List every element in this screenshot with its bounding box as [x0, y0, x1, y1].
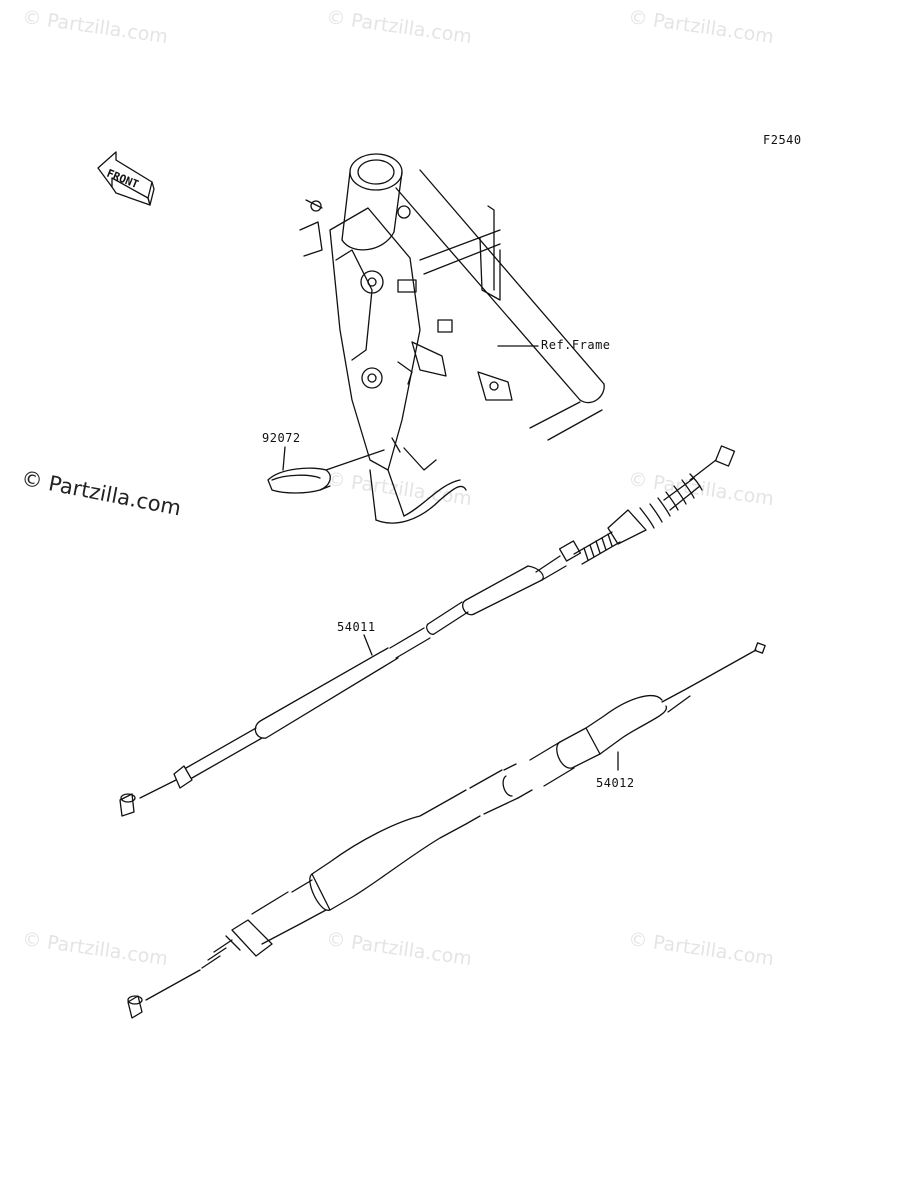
- callout-ref-frame: Ref.Frame: [541, 338, 611, 352]
- cable-54011-drawing: [119, 445, 736, 817]
- cable-54011-leader: [363, 634, 373, 656]
- clamp-leader: [325, 449, 385, 471]
- frame-drawing: [299, 153, 605, 524]
- cable-54012-drawing: [127, 642, 766, 1019]
- callout-54011: 54011: [337, 620, 376, 634]
- clamp-drawing: [267, 446, 385, 494]
- diagram-code: F2540: [763, 133, 802, 147]
- callout-92072: 92072: [262, 431, 301, 445]
- front-arrow-icon: FRONT: [97, 151, 155, 206]
- callout-54012: 54012: [596, 776, 635, 790]
